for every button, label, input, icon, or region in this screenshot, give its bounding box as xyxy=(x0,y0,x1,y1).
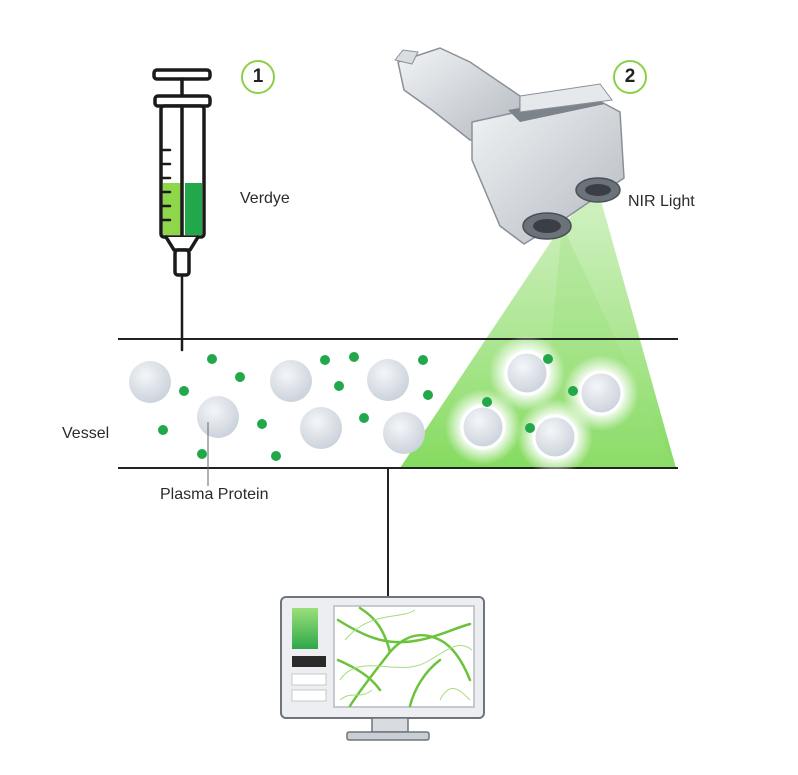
plasma-protein xyxy=(383,412,425,454)
dye-particle xyxy=(207,354,217,364)
monitor-icon xyxy=(280,596,485,741)
plasma-protein xyxy=(300,407,342,449)
plasma-protein xyxy=(129,361,171,403)
dye-particle xyxy=(349,352,359,362)
dye-particle xyxy=(158,425,168,435)
plasma-protein xyxy=(367,359,409,401)
plasma-protein-label: Plasma Protein xyxy=(160,486,269,503)
step-2-marker: 2 xyxy=(613,60,647,94)
plasma-protein xyxy=(197,396,239,438)
glowing-proteins xyxy=(445,335,639,475)
dye-particle xyxy=(334,381,344,391)
step-1-marker: 1 xyxy=(241,60,275,94)
plasma-protein-glowing xyxy=(504,350,550,396)
dye-particle xyxy=(418,355,428,365)
dye-particle xyxy=(568,386,578,396)
dye-particle xyxy=(482,397,492,407)
dye-particle xyxy=(359,413,369,423)
dye-particles xyxy=(158,352,578,461)
nir-camera-icon xyxy=(394,47,625,245)
plasma-proteins xyxy=(129,359,425,454)
dye-particle xyxy=(543,354,553,364)
plasma-protein-glowing xyxy=(532,414,578,460)
syringe-icon xyxy=(152,68,212,352)
vessel-label: Vessel xyxy=(62,425,110,442)
dye-particle xyxy=(271,451,281,461)
dye-particle xyxy=(235,372,245,382)
dye-particle xyxy=(423,390,433,400)
plasma-protein-glowing xyxy=(578,370,624,416)
plasma-protein-glowing xyxy=(460,404,506,450)
dye-particle xyxy=(179,386,189,396)
nir-light-label: NIR Light xyxy=(628,193,695,210)
dye-particle xyxy=(257,419,267,429)
dye-particle xyxy=(525,423,535,433)
plasma-protein xyxy=(270,360,312,402)
verdye-label: Verdye xyxy=(240,190,290,207)
dye-particle xyxy=(197,449,207,459)
dye-particle xyxy=(320,355,330,365)
